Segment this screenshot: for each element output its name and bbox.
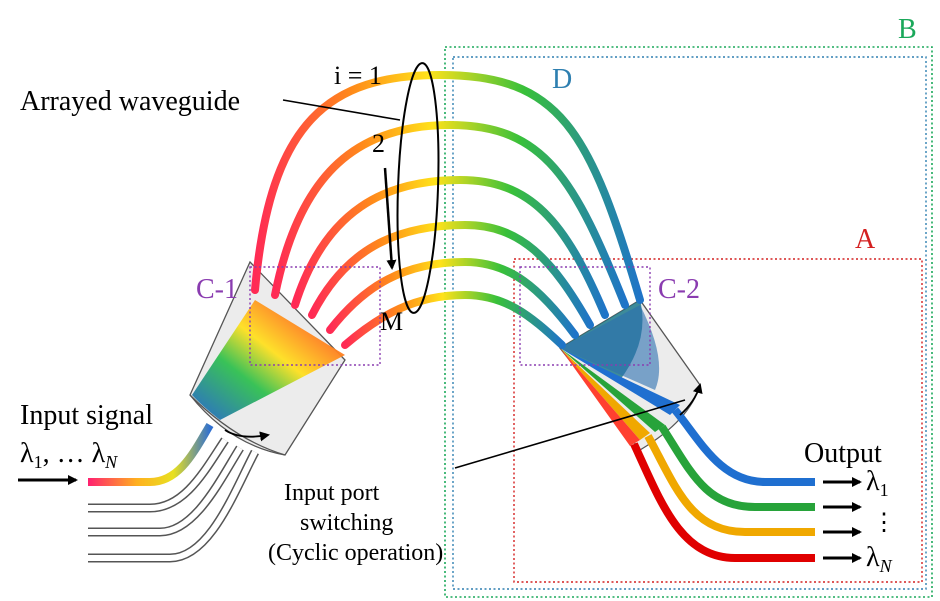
input-switch-arrow: [224, 429, 270, 442]
output-waveguide-2: [658, 424, 815, 511]
output-lambda-n: λN: [866, 542, 893, 576]
output-label: Output: [804, 438, 882, 469]
waveguide-3: [291, 175, 609, 319]
region-c1-box: [249, 266, 381, 366]
region-c2-box: [519, 266, 651, 366]
waveguide-2: [271, 120, 629, 309]
output-waveguide-1: [671, 407, 815, 486]
index-arrow: [383, 167, 397, 270]
input-slab: [189, 260, 346, 456]
region-c1-label: C-1: [196, 274, 238, 305]
input-waveguides: [88, 422, 259, 563]
arrayed-waveguide-label: Arrayed waveguide: [20, 86, 240, 117]
input-waveguide-active: [88, 422, 214, 486]
switching-label-line2: switching: [300, 510, 393, 536]
switching-leader: [454, 399, 686, 469]
region-a-label: A: [855, 224, 876, 255]
switching-label-line1: Input port: [284, 480, 380, 506]
input-signal-label: Input signal: [20, 400, 153, 431]
input-lambda-range: λ1, … λN: [20, 438, 118, 472]
waveguide-1: [251, 70, 644, 304]
arrayed-waveguide-leader: [282, 99, 401, 121]
waveguide-4: [308, 220, 594, 329]
output-vdots: ⋮: [872, 510, 896, 536]
waveguide-index-m: M: [380, 307, 403, 336]
waveguide-index-2: 2: [372, 129, 385, 158]
region-b-label: B: [898, 14, 917, 45]
switching-label-line3: (Cyclic operation): [268, 540, 443, 566]
output-slab: [559, 299, 701, 451]
output-lambda-1: λ1: [866, 466, 889, 500]
output-waveguide-4: [630, 442, 815, 562]
region-d-box: [452, 56, 927, 590]
waveguide-index-loop: [396, 62, 440, 314]
output-switch-arrow: [679, 383, 703, 416]
region-a-box: [513, 258, 923, 583]
arrayed-waveguides: [251, 70, 644, 349]
output-waveguides: [630, 407, 815, 562]
waveguide-index-1: i = 1: [334, 61, 382, 90]
region-d-label: D: [552, 64, 572, 95]
region-c2-label: C-2: [658, 274, 700, 305]
output-waveguide-3: [644, 434, 815, 536]
region-b-box: [444, 46, 933, 598]
waveguide-6: [341, 290, 566, 349]
waveguide-5: [326, 257, 579, 339]
